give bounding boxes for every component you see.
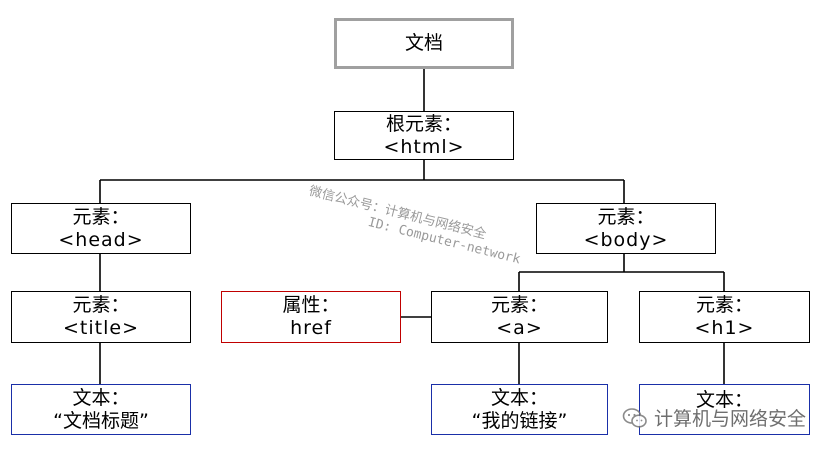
node-attribute-name: href (290, 317, 332, 339)
node-h1: 元素： <h1> (639, 291, 810, 343)
node-a-tag: <a> (496, 317, 543, 339)
node-text-link-label: 文本： (490, 386, 548, 409)
node-text-h1-label: 文本： (695, 389, 753, 411)
node-head-tag: <head> (58, 228, 144, 251)
node-text-h1: 文本： (639, 384, 810, 435)
node-text-title-value: “文档标题” (53, 409, 149, 432)
node-head-label: 元素： (72, 205, 130, 228)
node-attribute-href: 属性： href (221, 291, 401, 343)
node-html-label: 根元素： (385, 112, 462, 135)
node-text-title-label: 文本： (72, 386, 130, 409)
node-text-link-value: “我的链接” (471, 409, 568, 432)
node-head: 元素： <head> (11, 203, 191, 254)
node-html-root: 根元素： <html> (334, 111, 514, 160)
node-html-tag: <html> (383, 135, 465, 158)
node-title-tag: <title> (63, 317, 139, 339)
node-body-label: 元素： (597, 205, 655, 228)
node-a-label: 元素： (490, 294, 548, 317)
node-body-tag: <body> (583, 228, 669, 251)
node-text-link: 文本： “我的链接” (431, 384, 608, 435)
watermark-brand: 计算机与网络安全 (622, 404, 806, 431)
node-document-label: 文档 (404, 32, 443, 55)
watermark-brand-text: 计算机与网络安全 (654, 408, 807, 430)
node-text-title: 文本： “文档标题” (11, 384, 191, 435)
node-document: 文档 (334, 18, 514, 69)
node-h1-tag: <h1> (694, 317, 755, 339)
node-a: 元素： <a> (431, 291, 608, 343)
node-title: 元素： <title> (11, 291, 191, 343)
node-h1-label: 元素： (695, 294, 753, 317)
node-attribute-label: 属性： (282, 294, 340, 317)
node-body: 元素： <body> (536, 203, 716, 254)
wechat-icon (622, 407, 647, 428)
node-title-label: 元素： (72, 294, 130, 317)
